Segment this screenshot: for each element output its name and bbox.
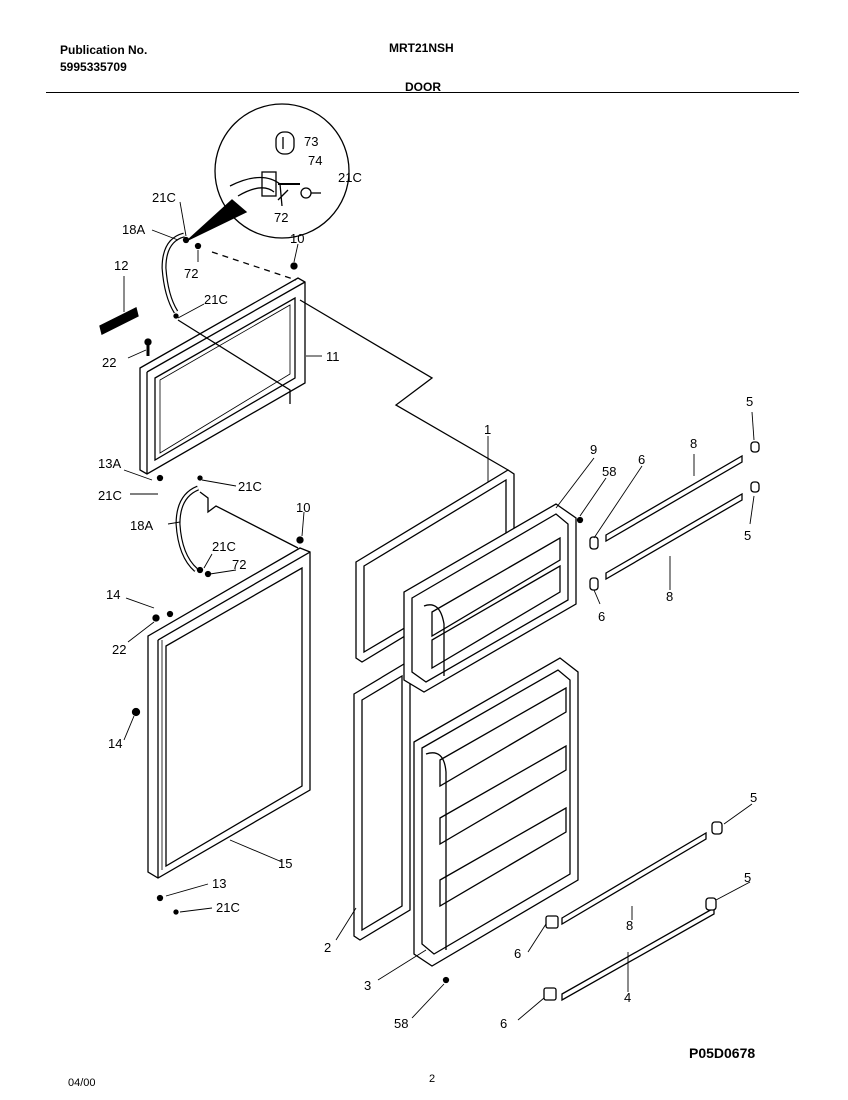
callout-13a: 13A: [98, 456, 121, 471]
callout-11: 11: [326, 349, 340, 364]
leader-lines: [123, 201, 755, 1021]
trim-strip: [99, 307, 139, 335]
callout-22: 22: [112, 642, 126, 657]
footer-date: 04/00: [68, 1077, 96, 1089]
callout-58: 58: [394, 1016, 408, 1031]
callout-72: 72: [184, 266, 198, 281]
callout-12: 12: [114, 258, 128, 273]
callout-21c: 21C: [204, 292, 228, 307]
page-number: 2: [429, 1073, 436, 1085]
callout-21c: 21C: [152, 190, 176, 205]
callout-14: 14: [106, 587, 120, 602]
callout-14: 14: [108, 736, 122, 751]
callout-8: 8: [666, 589, 673, 604]
callout-8: 8: [626, 918, 633, 933]
callout-3: 3: [364, 978, 371, 993]
shelf-rails: [561, 454, 743, 1002]
callout-4: 4: [624, 990, 631, 1005]
callout-21c-detail: 21C: [338, 170, 362, 185]
publication-number: 5995335709: [60, 60, 127, 74]
callout-74: 74: [308, 153, 322, 168]
callout-13: 13: [212, 876, 226, 891]
callout-58: 58: [602, 464, 616, 479]
lower-handle: [175, 485, 200, 572]
fresh-food-inner-liner: [413, 657, 579, 967]
callout-labels: 73 74 21C 72 21C 18A 72 10 12 21C 22 11 …: [98, 134, 757, 1031]
header-divider: [46, 92, 799, 93]
fasteners: [131, 236, 584, 984]
callout-21c: 21C: [216, 900, 240, 915]
callout-21c: 21C: [238, 479, 262, 494]
callout-10: 10: [296, 500, 310, 515]
fresh-food-outer-door: [147, 547, 311, 879]
callout-8: 8: [690, 436, 697, 451]
publication-label: Publication No.: [60, 43, 148, 57]
diagram-reference: P05D0678: [689, 1045, 756, 1061]
callout-22: 22: [102, 355, 116, 370]
callout-6: 6: [514, 946, 521, 961]
callout-5: 5: [746, 394, 753, 409]
callout-6: 6: [598, 609, 605, 624]
callout-2: 2: [324, 940, 331, 955]
callout-21c: 21C: [98, 488, 122, 503]
callout-6: 6: [638, 452, 645, 467]
callout-21c: 21C: [212, 539, 236, 554]
callout-5: 5: [750, 790, 757, 805]
callout-72-detail: 72: [274, 210, 288, 225]
callout-10: 10: [290, 231, 304, 246]
callout-5: 5: [744, 870, 751, 885]
freezer-outer-door: [139, 277, 306, 475]
callout-15: 15: [278, 856, 292, 871]
callout-73: 73: [304, 134, 318, 149]
callout-18a: 18A: [122, 222, 145, 237]
freezer-inner-liner: [403, 503, 577, 693]
callout-1: 1: [484, 422, 491, 437]
rail-ends: [543, 441, 760, 1001]
callout-72: 72: [232, 557, 246, 572]
section-title: DOOR: [405, 80, 441, 94]
callout-9: 9: [590, 442, 597, 457]
upper-handle: [161, 232, 185, 314]
callout-6: 6: [500, 1016, 507, 1031]
callout-5: 5: [744, 528, 751, 543]
callout-18a: 18A: [130, 518, 153, 533]
model-number: MRT21NSH: [389, 41, 454, 55]
hinge-detail-inset: [187, 103, 350, 241]
